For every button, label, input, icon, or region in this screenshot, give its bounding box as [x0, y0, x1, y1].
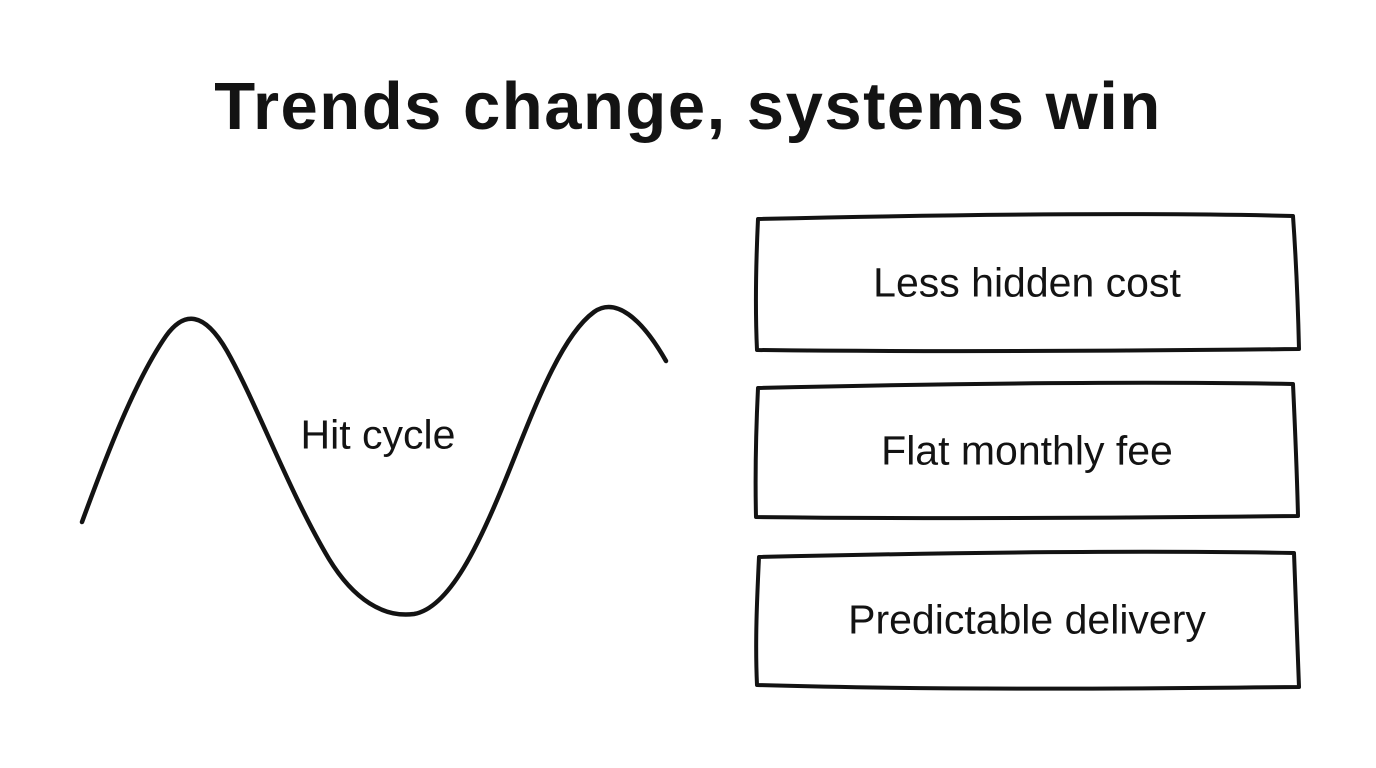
benefit-box-outline-1 [753, 212, 1301, 354]
hit-cycle-curve [79, 304, 669, 617]
benefit-box-outline-3 [754, 549, 1301, 691]
benefit-box-label-3: Predictable delivery [848, 596, 1206, 643]
benefit-box-label-2: Flat monthly fee [881, 427, 1173, 474]
benefit-box-label-1: Less hidden cost [873, 259, 1181, 306]
hit-cycle-label: Hit cycle [300, 411, 456, 458]
page-title: Trends change, systems win [214, 69, 1162, 144]
benefit-box-outline-2 [753, 380, 1300, 521]
